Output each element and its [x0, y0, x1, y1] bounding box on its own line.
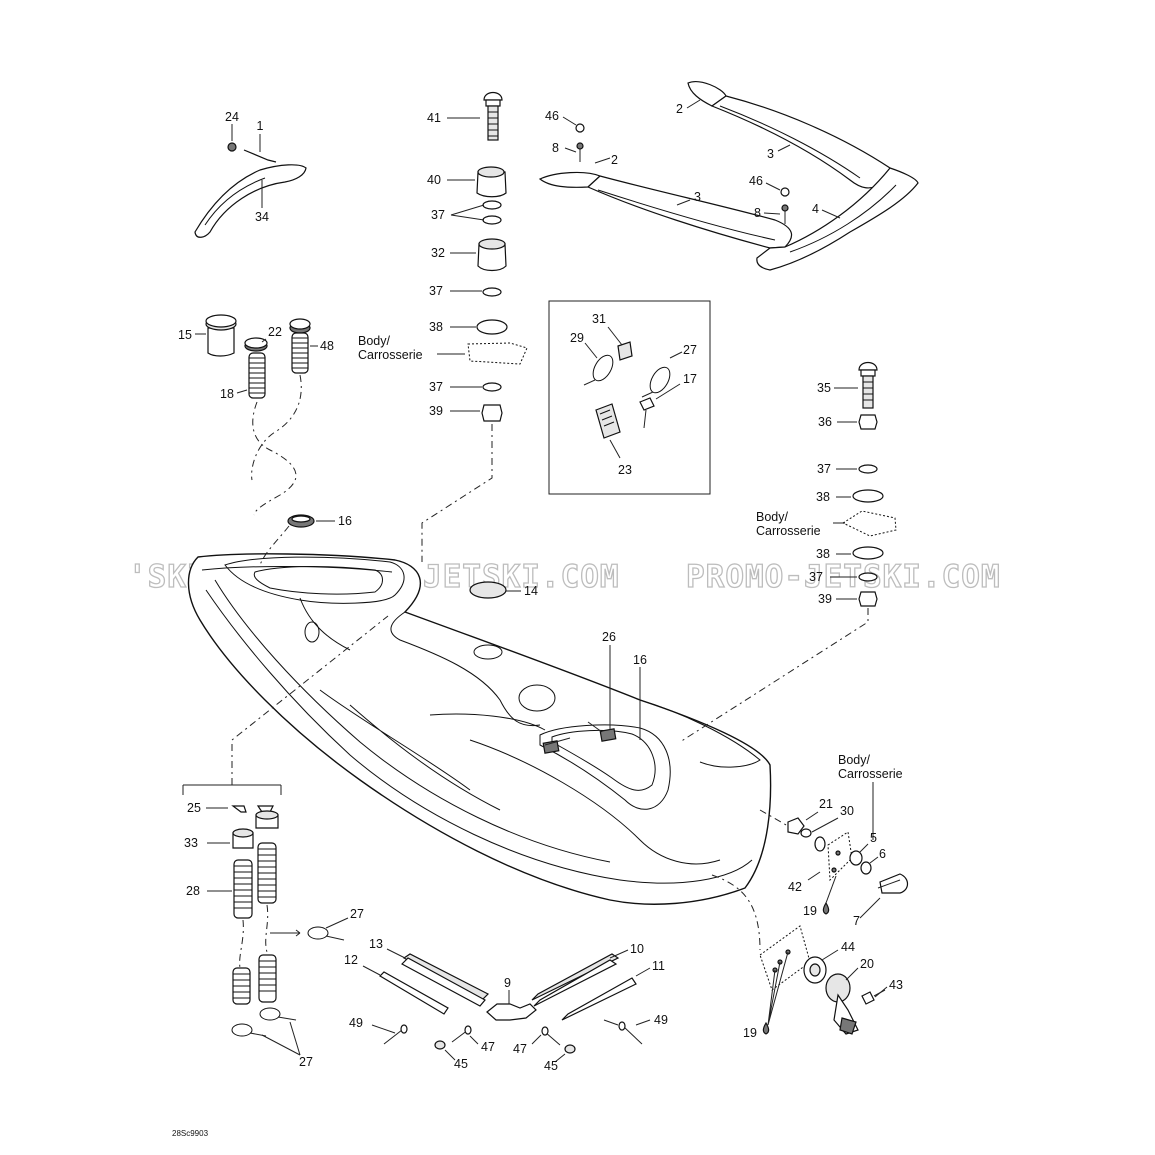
callout-27a: 27 [683, 343, 697, 357]
callout-20: 20 [860, 957, 874, 971]
callout-2b: 2 [611, 153, 618, 167]
callout-8a: 8 [552, 141, 559, 155]
footpads: 46 8 2 2 3 3 46 8 4 [538, 81, 919, 271]
callout-37c: 37 [429, 380, 443, 394]
callout-21: 21 [819, 797, 833, 811]
callout-30: 30 [840, 804, 854, 818]
drawing-code: 28Sc9903 [172, 1129, 209, 1138]
callout-32: 32 [431, 246, 445, 260]
callout-19a: 19 [803, 904, 817, 918]
body-label-3b: Carrosserie [838, 767, 903, 781]
callout-4: 4 [812, 202, 819, 216]
bow-eye-assembly: Body/ Carrosserie 21 30 42 19 5 6 7 [759, 753, 909, 928]
callout-33: 33 [184, 836, 198, 850]
body-label-1b: Carrosserie [358, 348, 423, 362]
hull-body [187, 553, 772, 905]
callout-37e: 37 [809, 570, 823, 584]
callout-45a: 45 [454, 1057, 468, 1071]
callout-35: 35 [817, 381, 831, 395]
callout-39a: 39 [429, 404, 443, 418]
callout-8b: 8 [754, 206, 761, 220]
callout-41: 41 [427, 111, 441, 125]
callout-3a: 3 [767, 147, 774, 161]
callout-6: 6 [879, 847, 886, 861]
callout-38b: 38 [816, 490, 830, 504]
callout-25: 25 [187, 801, 201, 815]
callout-17: 17 [683, 372, 697, 386]
callout-49b: 49 [654, 1013, 668, 1027]
callout-31: 31 [592, 312, 606, 326]
body-label-2b: Carrosserie [756, 524, 821, 538]
callout-43: 43 [889, 978, 903, 992]
callout-42: 42 [788, 880, 802, 894]
center-fastener-stack: 41 40 37 32 37 38 Body/ Carrosserie 37 [358, 91, 528, 562]
body-label-3a: Body/ [838, 753, 870, 767]
callout-1: 1 [257, 119, 264, 133]
callout-38c: 38 [816, 547, 830, 561]
callout-3b: 3 [694, 190, 701, 204]
callout-15: 15 [178, 328, 192, 342]
detail-box: 31 29 27 17 23 [548, 300, 711, 495]
callout-27c: 27 [299, 1055, 313, 1069]
callout-16b: 16 [633, 653, 647, 667]
body-label-2a: Body/ [756, 510, 788, 524]
callout-27b: 27 [350, 907, 364, 921]
callout-39b: 39 [818, 592, 832, 606]
callout-29: 29 [570, 331, 584, 345]
callout-28: 28 [186, 884, 200, 898]
sponson-rails: 13 12 10 11 9 49 49 47 47 [344, 937, 668, 1073]
callout-36: 36 [818, 415, 832, 429]
callout-2a: 2 [676, 102, 683, 116]
callout-46b: 46 [749, 174, 763, 188]
callout-23: 23 [618, 463, 632, 477]
callout-38a: 38 [429, 320, 443, 334]
callout-37d: 37 [817, 462, 831, 476]
callout-49a: 49 [349, 1016, 363, 1030]
callout-37a: 37 [431, 208, 445, 222]
callout-22: 22 [268, 325, 282, 339]
callout-37b: 37 [429, 284, 443, 298]
callout-45b: 45 [544, 1059, 558, 1073]
callout-47b: 47 [513, 1042, 527, 1056]
right-fastener-stack: 35 36 37 38 Body/ Carrosserie 38 37 39 [679, 361, 897, 743]
callout-10: 10 [630, 942, 644, 956]
callout-14: 14 [524, 584, 538, 598]
callout-18: 18 [220, 387, 234, 401]
callout-24: 24 [225, 110, 239, 124]
callout-5: 5 [870, 831, 877, 845]
hull-callouts: 26 16 [602, 630, 647, 740]
callout-11: 11 [652, 959, 665, 973]
callout-48: 48 [320, 339, 334, 353]
callout-9: 9 [504, 976, 511, 990]
drain-hose-assembly: 25 33 28 27 27 [182, 615, 389, 1069]
callout-16a: 16 [338, 514, 352, 528]
callout-13: 13 [369, 937, 383, 951]
callout-44: 44 [841, 940, 855, 954]
callout-12: 12 [344, 953, 358, 967]
vent-hose-assembly: 15 22 18 48 16 [178, 314, 352, 566]
callout-46a: 46 [545, 109, 559, 123]
body-label-1a: Body/ [358, 334, 390, 348]
callout-7: 7 [853, 914, 860, 928]
drain-plug-assembly: 19 44 20 43 [711, 874, 903, 1040]
handle-assembly: 24 1 34 [194, 110, 307, 238]
callout-34: 34 [255, 210, 269, 224]
callout-40: 40 [427, 173, 441, 187]
callout-26: 26 [602, 630, 616, 644]
seat-plug-14: 14 [469, 581, 538, 599]
callout-47a: 47 [481, 1040, 495, 1054]
callout-19b: 19 [743, 1026, 757, 1040]
